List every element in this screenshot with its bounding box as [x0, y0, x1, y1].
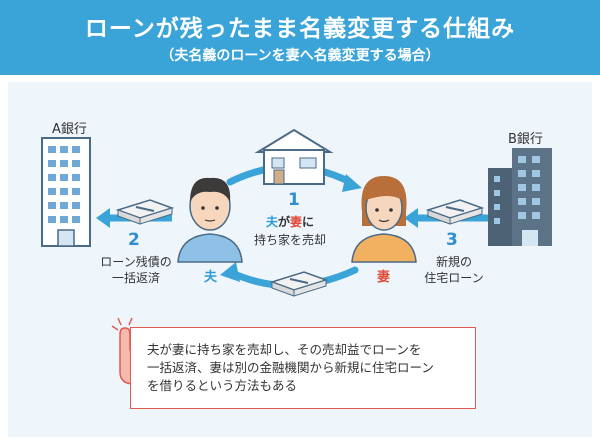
step-1-number: 1 — [288, 190, 300, 210]
wife-avatar-icon — [351, 176, 417, 263]
wife-label: 妻 — [377, 270, 391, 285]
note-text: 夫が妻に持ち家を売却し、その売却益でローンを 一括返済、妻は別の金融機関から新規… — [147, 341, 467, 395]
step-1-text-line1: 夫が妻に — [252, 214, 328, 230]
money-stack-icon-left — [115, 199, 175, 225]
bank-a-label: A銀行 — [52, 122, 87, 137]
step-1-husband: 夫 — [265, 215, 278, 229]
header-banner: ローンが残ったまま名義変更する仕組み （夫名義のローンを妻へ名義変更する場合） — [0, 0, 600, 75]
bank-a-building-icon — [41, 137, 91, 247]
note-box: 夫が妻に持ち家を売却し、その売却益でローンを 一括返済、妻は別の金融機関から新規… — [130, 327, 476, 409]
step-2-text-line1: ローン残債の — [100, 255, 172, 269]
page-title: ローンが残ったまま名義変更する仕組み — [84, 16, 516, 42]
husband-avatar-icon — [177, 177, 243, 263]
bank-b-building-icon — [488, 148, 552, 246]
note-line-3: を借りるという方法もある — [147, 378, 298, 393]
step-3-text-line1: 新規の — [435, 255, 472, 269]
money-stack-icon-right — [425, 199, 485, 225]
money-stack-icon-bottom — [269, 271, 329, 297]
step-1-ni: に — [302, 215, 315, 229]
note-line-2: 一括返済、妻は別の金融機関から新規に住宅ローン — [147, 360, 434, 375]
husband-label: 夫 — [204, 270, 218, 285]
house-icon — [254, 128, 334, 185]
note-line-1: 夫が妻に持ち家を売却し、その売却益でローンを — [147, 342, 422, 357]
step-2-number: 2 — [128, 230, 140, 250]
step-1-text-line2: 持ち家を売却 — [253, 233, 326, 247]
step-2-text-line2: 一括返済 — [111, 271, 160, 285]
bank-b-label: B銀行 — [508, 132, 543, 147]
step-1-wife: 妻 — [290, 215, 303, 229]
step-3-text-line2: 住宅ローン — [424, 271, 484, 285]
page-subtitle: （夫名義のローンを妻へ名義変更する場合） — [160, 48, 440, 64]
step-3-number: 3 — [446, 230, 458, 250]
step-1-ga: が — [277, 215, 290, 229]
